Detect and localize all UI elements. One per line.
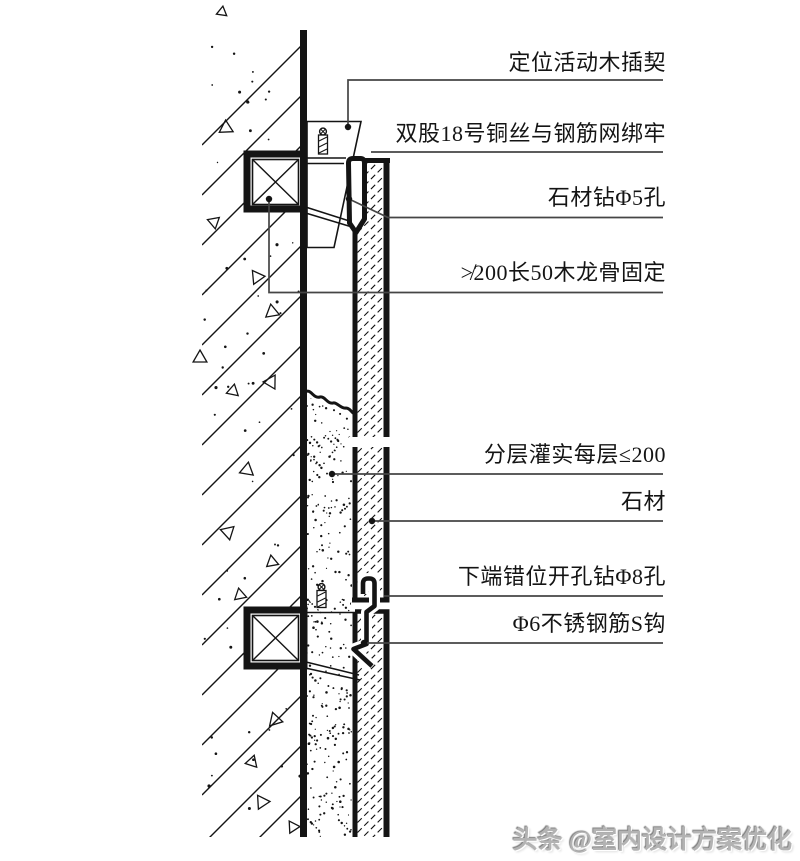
leader-dots xyxy=(265,123,376,647)
label-copper-wire: 双股18号铜丝与钢筋网绑牢 xyxy=(395,121,666,146)
stone-break-band xyxy=(349,437,392,447)
label-wood-keel: ≯200长50木龙骨固定 xyxy=(460,260,666,285)
stone-panel xyxy=(351,158,390,837)
label-stone: 石材 xyxy=(620,489,666,514)
label-stone-hole-phi5: 石材钻Φ5孔 xyxy=(547,185,666,210)
concrete-aggregate-dots xyxy=(203,45,304,810)
label-wood-wedge: 定位活动木插契 xyxy=(508,50,666,75)
wire-loop-top xyxy=(346,156,367,235)
concrete-aggregate-triangles xyxy=(191,4,302,835)
grout-fill-dots xyxy=(307,397,352,837)
grout-break-line xyxy=(303,389,355,415)
label-grout-layers: 分层灌实每层≤200 xyxy=(483,442,666,467)
label-stagger-hole-phi8: 下端错位开孔钻Φ8孔 xyxy=(457,564,666,589)
leader-lines xyxy=(268,79,663,644)
screw-top xyxy=(317,127,329,155)
wood-blocking-top xyxy=(243,150,308,213)
wood-blocking-bottom xyxy=(243,606,308,670)
watermark: 头条 @室内设计方案优化 xyxy=(512,827,792,854)
copper-wire-lines xyxy=(301,157,361,681)
stone-hatch xyxy=(357,161,385,837)
label-s-hook: Φ6不锈钢筋S钩 xyxy=(512,611,666,636)
screw-bottom xyxy=(316,582,327,609)
s-hook xyxy=(348,573,380,671)
